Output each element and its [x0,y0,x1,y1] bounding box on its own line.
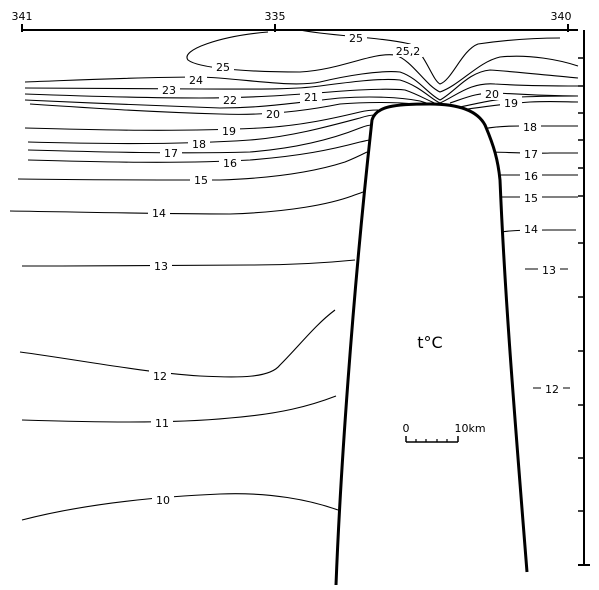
top-axis: 341 335 340 [12,10,578,32]
isotherm-label-21: 21 [304,91,318,104]
isotherm-label-23: 23 [162,84,176,97]
right-depth-axis [578,30,590,566]
isotherm-label-14-right: 14 [524,223,538,236]
isotherm-label-17-right: 17 [524,148,538,161]
isotherm-label-16: 16 [223,157,237,170]
isotherm-25-2 [299,29,561,85]
isotherm-13 [21,259,356,267]
isotherm-19-right [459,101,579,111]
isotherm-16 [27,139,371,163]
isotherm-label-12: 12 [153,370,167,383]
isotherm-label-13: 13 [154,260,168,273]
isotherm-12 [19,309,336,378]
isotherm-label-22: 22 [223,94,237,107]
scale-bar-end-label: 10km [454,422,485,435]
isotherm-label-14: 14 [152,207,166,220]
scale-bar: 0 10km [403,422,486,443]
isotherm-label-11: 11 [155,417,169,430]
isotherm-label-17: 17 [164,147,178,160]
isotherm-label-15: 15 [194,174,208,187]
isotherm-label-25-2: 25,2 [396,45,421,58]
seamount-profile [334,102,529,586]
isotherm-14-right [499,229,576,233]
isotherm-10 [21,493,339,521]
isotherm-label-15-right: 15 [524,192,538,205]
isotherm-17-right [487,151,578,154]
isotherm-14 [9,191,364,215]
isotherm-18 [27,114,376,145]
isotherm-labels: 25 25,2 25 24 23 22 21 20 20 19 19 18 18… [148,31,563,507]
isotherm-label-18-right: 18 [523,121,537,134]
isotherm-17 [27,124,373,154]
isotherm-label-18: 18 [192,138,206,151]
isotherm-label-12-right: 12 [545,383,559,396]
isotherm-25 [186,31,579,93]
isotherm-label-19: 19 [222,125,236,138]
station-label-341: 341 [12,10,33,23]
isotherm-15 [17,151,368,181]
station-label-335: 335 [265,10,286,23]
station-label-340: 340 [551,10,572,23]
isotherm-label-20: 20 [266,108,280,121]
isotherm-label-10: 10 [156,494,170,507]
isotherm-label-13-right: 13 [542,264,556,277]
isotherm-label-20-right: 20 [485,88,499,101]
isotherm-19 [24,109,379,131]
scale-bar-start-label: 0 [403,422,410,435]
isotherm-label-19-right: 19 [504,97,518,110]
isotherm-label-16-right: 16 [524,170,538,183]
isotherm-24 [24,69,579,101]
isotherm-label-25-left: 25 [216,61,230,74]
isotherm-22 [24,88,441,106]
figure-title: t°C [417,333,442,352]
isotherm-11 [21,395,337,423]
isotherm-label-25: 25 [349,32,363,45]
isotherm-label-24: 24 [189,74,203,87]
